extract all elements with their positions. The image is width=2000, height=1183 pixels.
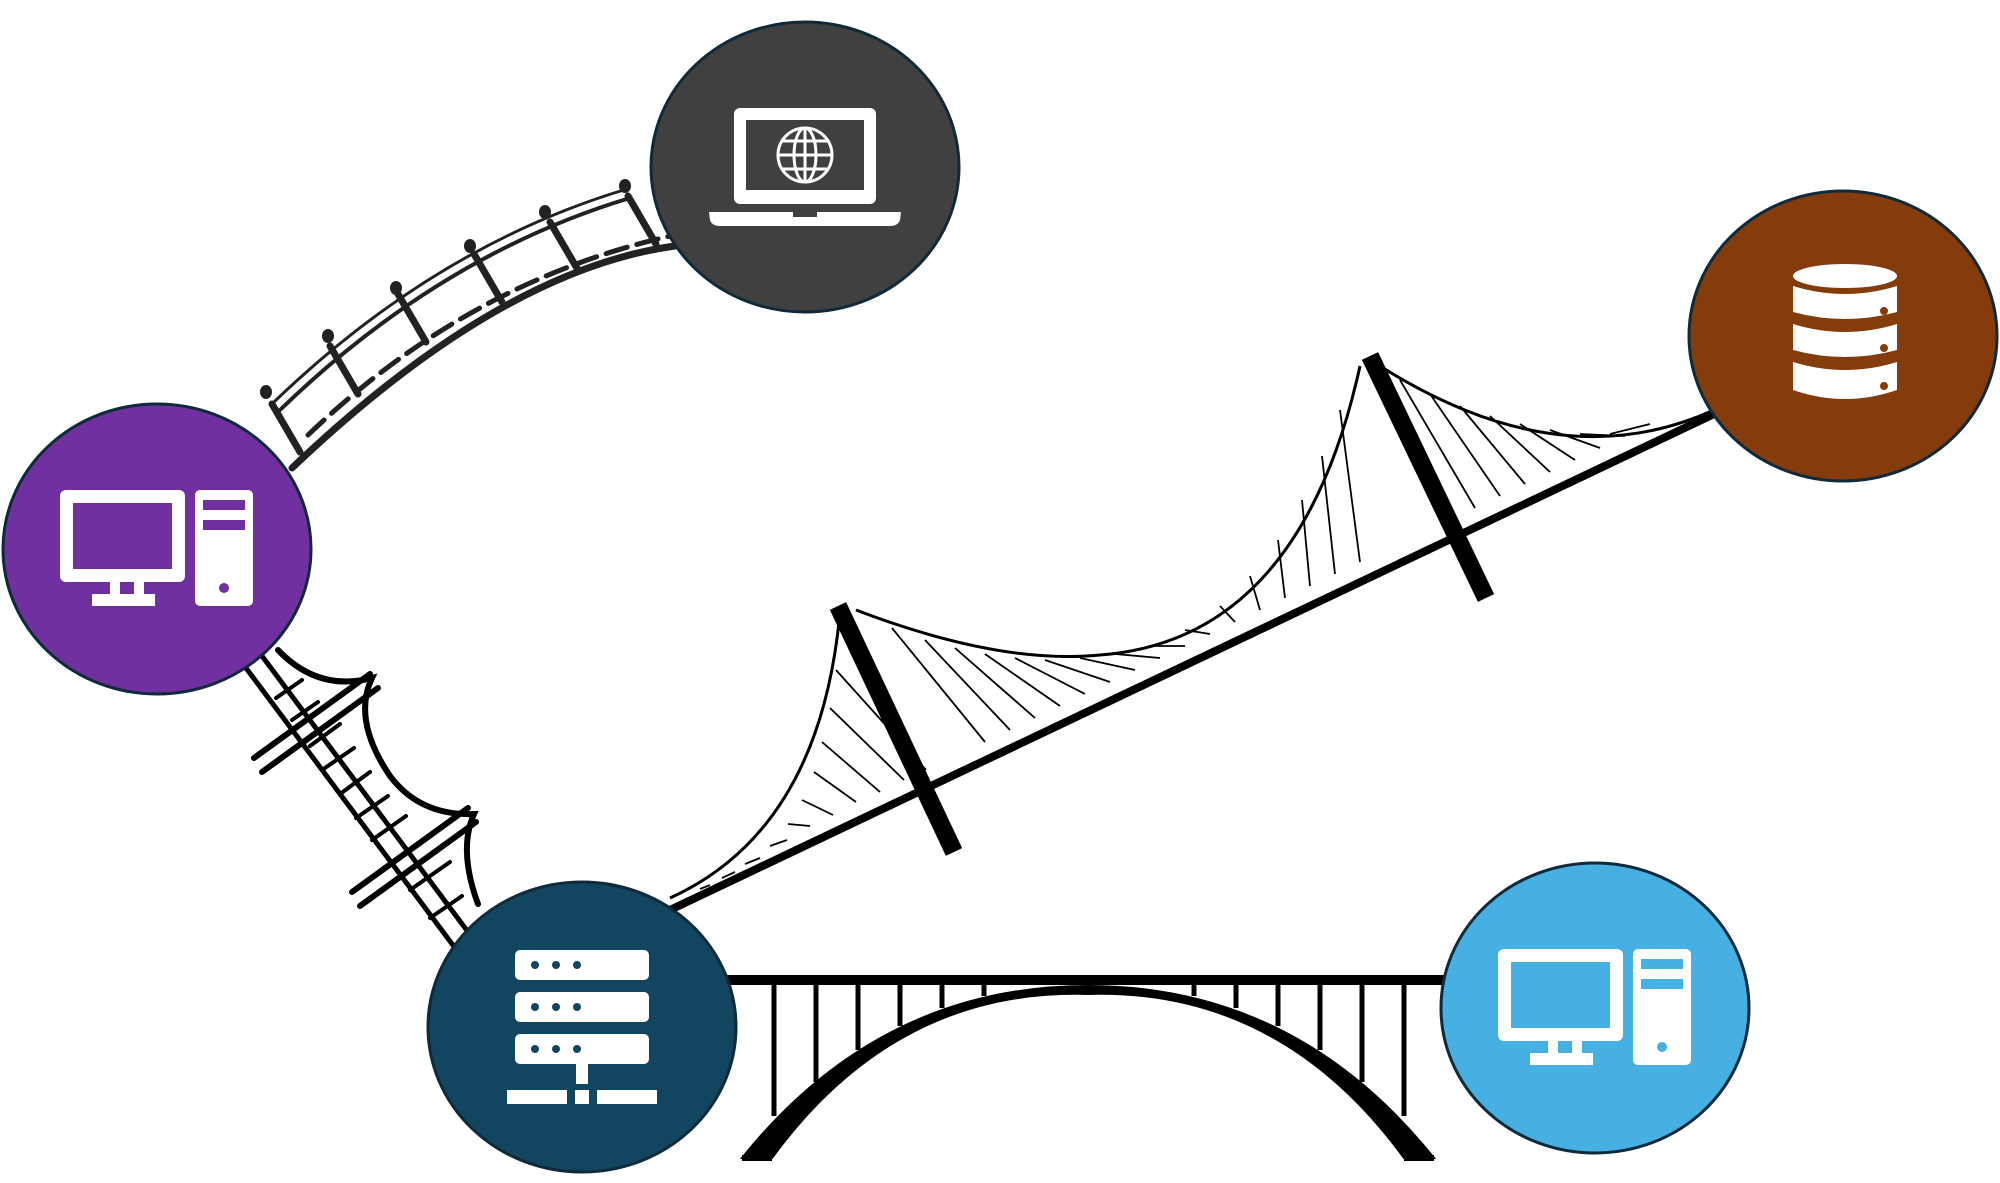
node-workstation-purple[interactable] (1, 402, 313, 696)
suspension-bridge (668, 352, 1716, 914)
node-database[interactable] (1687, 189, 1999, 483)
laptop-globe-icon (709, 108, 901, 226)
twin-arch-bridge (243, 647, 489, 971)
server-rack-icon (507, 950, 657, 1104)
desktop-tower-icon (1498, 949, 1691, 1065)
node-server-rack[interactable] (426, 880, 738, 1174)
arch-bridge (720, 975, 1452, 1161)
node-circle (426, 880, 738, 1174)
database-icon (1793, 264, 1897, 399)
desktop-tower-icon (60, 490, 253, 606)
rope-bridge (260, 179, 679, 472)
node-web-laptop[interactable] (649, 20, 961, 314)
node-workstation-blue[interactable] (1439, 861, 1751, 1155)
